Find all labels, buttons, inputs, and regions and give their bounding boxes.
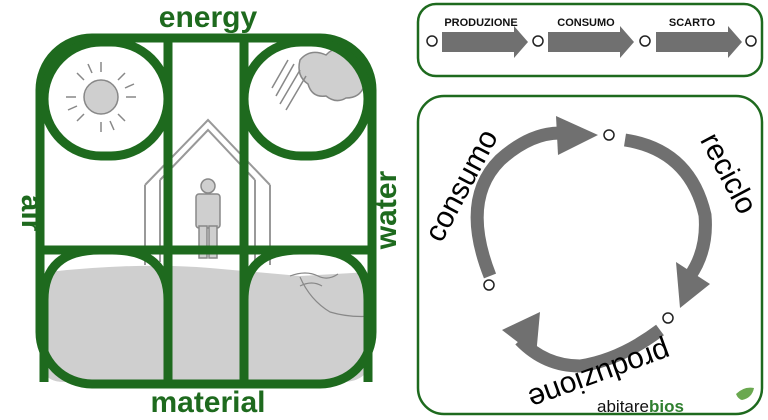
person-icon <box>195 178 221 259</box>
air-label: air <box>15 195 48 232</box>
flow-nodes <box>426 35 757 47</box>
linear-flow-panel: PRODUZIONE CONSUMO SCARTO <box>416 2 764 78</box>
ground-area <box>40 265 372 382</box>
flow-step-2: CONSUMO <box>548 17 634 58</box>
flow-step-1: PRODUZIONE <box>442 17 528 58</box>
svg-text:bios: bios <box>649 397 684 416</box>
arrow-head-produzione <box>502 312 540 356</box>
diagram-frame <box>35 33 377 389</box>
svg-text:CONSUMO: CONSUMO <box>557 17 615 29</box>
brand-logo: abitare bios <box>597 387 754 416</box>
water-label: water <box>370 170 403 250</box>
svg-text:abitare: abitare <box>597 397 649 416</box>
sun-icon <box>66 62 136 132</box>
material-label: material <box>150 386 265 419</box>
arc-produzione <box>515 324 664 373</box>
svg-text:SCARTO: SCARTO <box>669 17 716 29</box>
water-wave <box>289 272 339 287</box>
leaf-icon <box>736 387 754 400</box>
svg-text:PRODUZIONE: PRODUZIONE <box>444 17 517 29</box>
arc-consumo <box>470 126 561 279</box>
arc-riciclo <box>623 133 712 280</box>
living-system-diagram: energy material air water <box>15 1 403 419</box>
arrow-head-riciclo <box>676 262 710 308</box>
cycle-nodes <box>483 129 674 324</box>
energy-label: energy <box>159 1 258 34</box>
arrow-head-consumo <box>556 116 598 155</box>
flow-step-3: SCARTO <box>656 17 742 58</box>
cycle-panel: consumo reciclo produzione abitare bios <box>416 94 763 416</box>
